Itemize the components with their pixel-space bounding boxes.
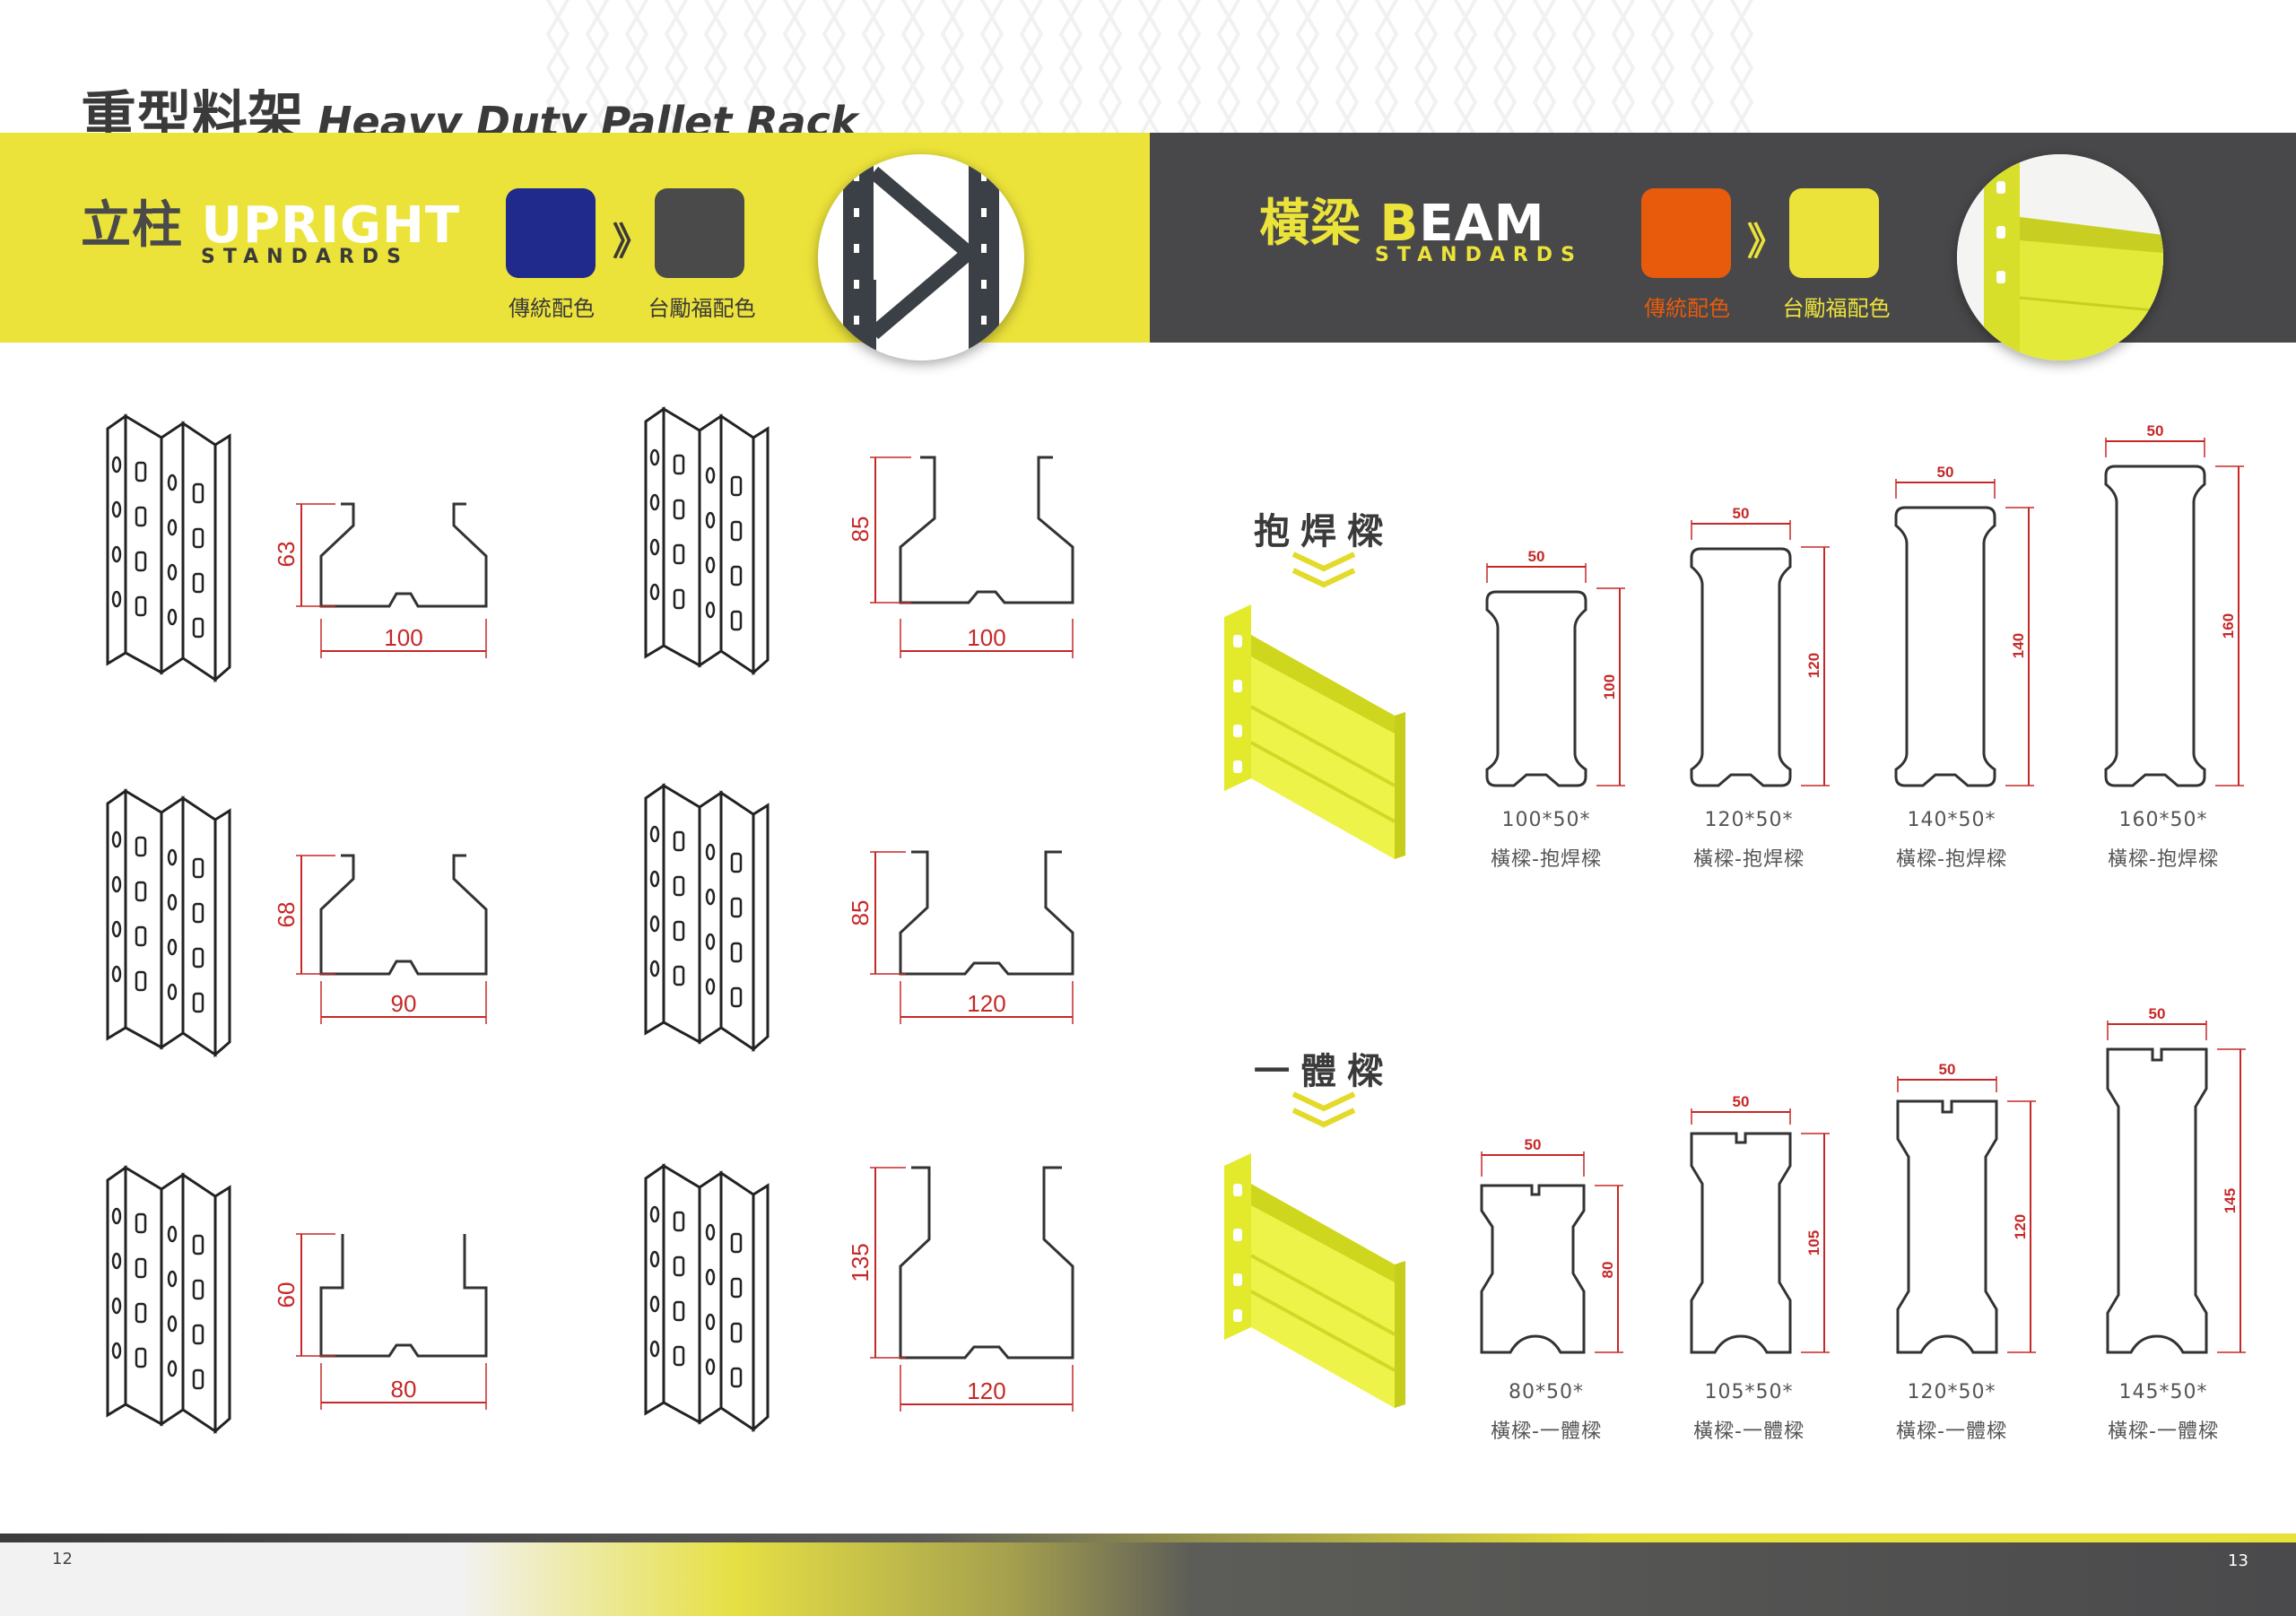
footer-rule: [0, 1533, 2296, 1542]
integral-1-width-label: 50: [1525, 1136, 1542, 1153]
welded-3-size: 140*50*: [1907, 809, 1996, 831]
integral-4-height-label: 145: [2222, 1188, 2239, 1213]
integral-2-size: 105*50*: [1704, 1381, 1794, 1403]
welded-2-type: 橫樑-抱焊樑: [1693, 848, 1805, 871]
integral-4-type: 橫樑-一體樑: [2108, 1421, 2219, 1443]
upright-2-height-label: 85: [847, 517, 874, 543]
integral-2-width-label: 50: [1733, 1093, 1750, 1110]
welded-1-width-label: 50: [1528, 548, 1545, 565]
welded-1-type: 橫樑-抱焊樑: [1491, 848, 1602, 871]
upright-subtitle: STANDARDS: [201, 246, 409, 268]
footer-band: [0, 1542, 2296, 1616]
welded-4-height-label: 160: [2220, 613, 2237, 639]
header-pattern: [538, 0, 1758, 135]
upright-5-width-label: 80: [391, 1376, 417, 1403]
upright-swatch-traditional: [506, 188, 596, 278]
chevron-right-icon: 》: [1747, 220, 1786, 264]
welded-3-width-label: 50: [1937, 464, 1954, 481]
beam-swatch-traditional-label: 傳統配色: [1644, 296, 1730, 321]
upright-4-width-label: 120: [967, 990, 1005, 1017]
integral-1-height-label: 80: [1599, 1262, 1616, 1279]
upright-1-width-label: 100: [384, 624, 422, 651]
chevron-down-icon: [1292, 1091, 1356, 1128]
welded-2-height-label: 120: [1805, 653, 1822, 678]
integral-4-width-label: 50: [2149, 1005, 2166, 1022]
welded-2-size: 120*50*: [1704, 809, 1794, 831]
welded-4-width-label: 50: [2147, 422, 2164, 439]
integral-2-type: 橫樑-一體樑: [1693, 1421, 1805, 1443]
integral-3-height-label: 120: [2012, 1214, 2029, 1239]
integral-4-size: 145*50*: [2118, 1381, 2208, 1403]
upright-6-height-label: 135: [847, 1243, 874, 1282]
upright-profiles: 63 100 85 100 68 90 85 120 60 80 135: [106, 407, 1074, 1433]
beam-swatch-brand-label: 台勵福配色: [1782, 296, 1891, 321]
chevron-down-icon: [1292, 552, 1356, 588]
upright-4-height-label: 85: [847, 900, 874, 926]
upright-3-width-label: 90: [391, 990, 417, 1017]
welded-4-type: 橫樑-抱焊樑: [2108, 848, 2219, 871]
page-number-right: 13: [2228, 1551, 2248, 1570]
integral-3-size: 120*50*: [1907, 1381, 1996, 1403]
upright-2-width-label: 100: [967, 624, 1005, 651]
welded-4-size: 160*50*: [2118, 809, 2208, 831]
upright-3-height-label: 68: [273, 902, 300, 928]
integral-3-type: 橫樑-一體樑: [1896, 1421, 2007, 1443]
integral-1-type: 橫樑-一體樑: [1491, 1421, 1602, 1443]
beam-subtitle: STANDARDS: [1375, 244, 1583, 266]
upright-1-height-label: 63: [273, 542, 300, 568]
welded-1-size: 100*50*: [1501, 809, 1591, 831]
beam-swatch-traditional: [1641, 188, 1731, 278]
integral-1-size: 80*50*: [1509, 1381, 1584, 1403]
integral-beam-heading: 一體樑: [1254, 1051, 1394, 1092]
welded-3-type: 橫樑-抱焊樑: [1896, 848, 2007, 871]
upright-6-width-label: 120: [967, 1377, 1005, 1404]
integral-3-width-label: 50: [1939, 1061, 1956, 1078]
upright-frame-photo: [818, 154, 1024, 361]
upright-swatch-brand-label: 台勵福配色: [648, 296, 756, 321]
upright-swatch-brand: [655, 188, 744, 278]
beam-profiles: 50 100 50 120 50 140 50 160 50 80 50 105: [1222, 422, 2246, 1410]
welded-1-height-label: 100: [1601, 674, 1618, 699]
beam-title: 橫梁 BEAM: [1259, 195, 1545, 253]
upright-5-height-label: 60: [273, 1282, 300, 1308]
welded-3-height-label: 140: [2010, 633, 2027, 658]
welded-beam-heading: 抱焊樑: [1254, 511, 1394, 552]
page-number-left: 12: [52, 1550, 73, 1568]
upright-swatch-traditional-label: 傳統配色: [509, 296, 595, 321]
beam-swatch-brand: [1789, 188, 1879, 278]
upright-title: 立柱 UPRIGHT: [81, 196, 461, 255]
welded-2-width-label: 50: [1733, 505, 1750, 522]
chevron-right-icon: 》: [613, 220, 651, 264]
beam-connector-photo: [1957, 154, 2163, 361]
integral-2-height-label: 105: [1805, 1230, 1822, 1255]
